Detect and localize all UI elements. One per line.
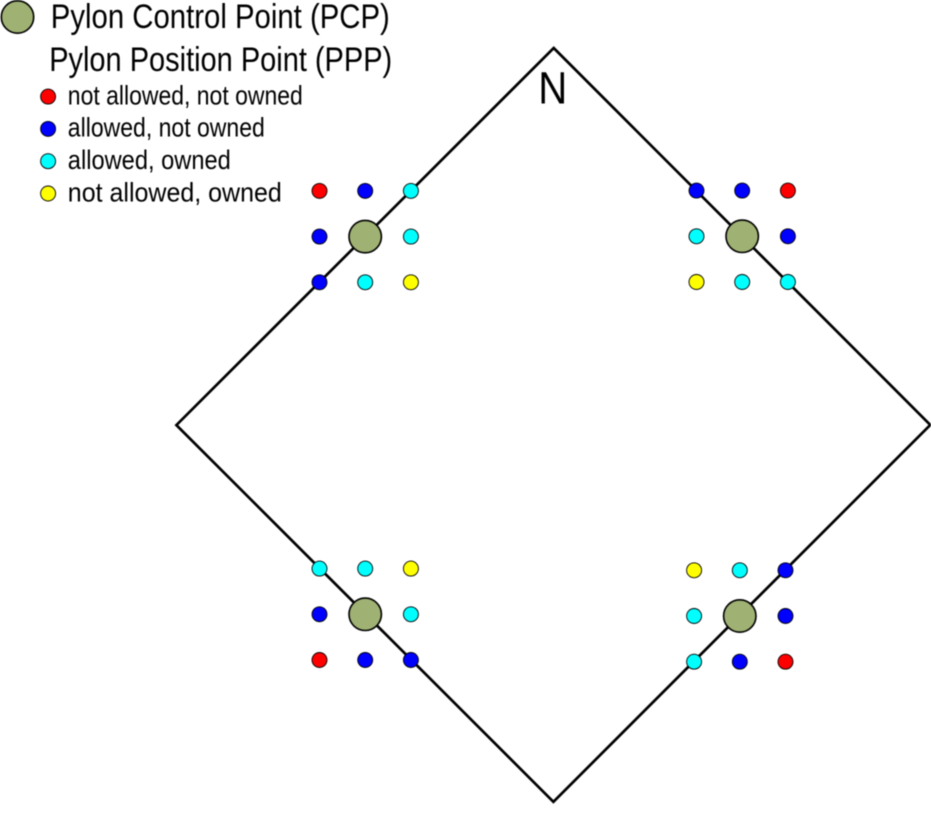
svg-text:not allowed, not owned: not allowed, not owned <box>68 80 303 110</box>
svg-text:Pylon Position Point (PPP): Pylon Position Point (PPP) <box>49 41 392 79</box>
svg-text:Pylon Control Point (PCP): Pylon Control Point (PCP) <box>51 0 390 36</box>
svg-text:allowed, owned: allowed, owned <box>68 145 231 175</box>
svg-text:allowed, not owned: allowed, not owned <box>68 113 265 143</box>
svg-text:not allowed, owned: not allowed, owned <box>68 177 282 207</box>
svg-text:N: N <box>538 63 567 114</box>
